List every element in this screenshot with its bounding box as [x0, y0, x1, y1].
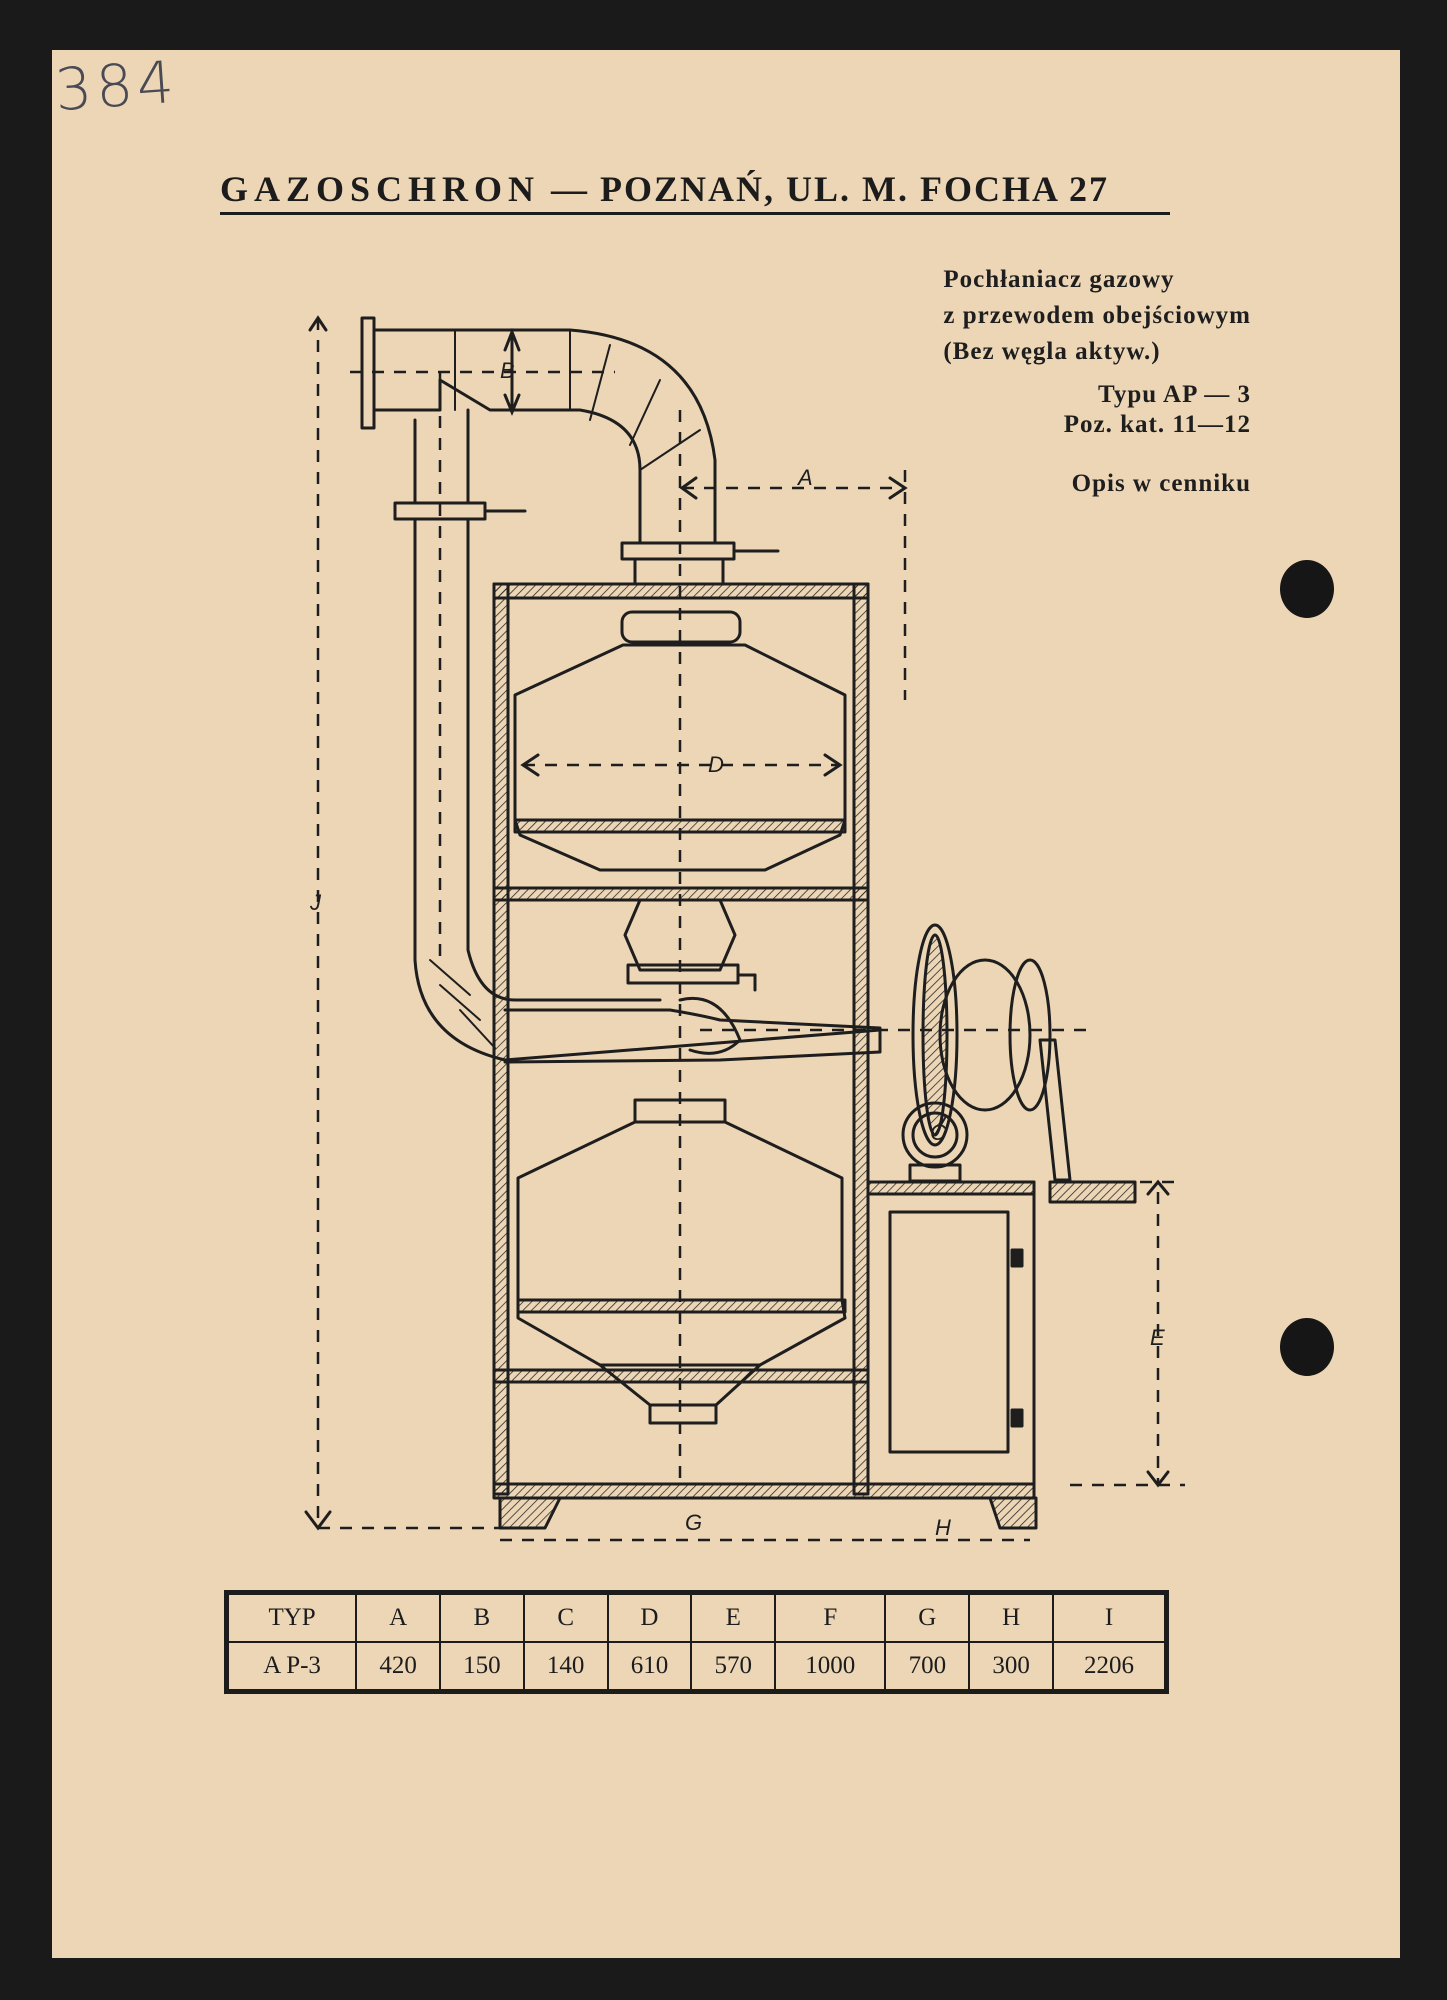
frame-base	[492, 1482, 1036, 1500]
upper-canister	[513, 643, 847, 872]
catalog-line: Poz. kat. 11—12	[1063, 411, 1251, 438]
inlet-pipe-upper	[372, 328, 717, 547]
duct-to-fan	[503, 1008, 882, 1064]
table-cell: 140	[523, 1642, 609, 1692]
crank-handle	[1048, 1180, 1137, 1204]
table-header-cell: A	[356, 1592, 441, 1643]
crank-arm	[1038, 1038, 1072, 1182]
header-rule	[220, 212, 1170, 215]
table-header-cell: TYP	[226, 1592, 358, 1643]
price-list-note: Opis w cenniku	[1071, 470, 1251, 497]
note-caption: Opis w cenniku	[1072, 470, 1251, 498]
caption-line-2: z przewodem obejściowym	[943, 302, 1251, 329]
cabinet-door	[888, 1210, 1010, 1454]
main-valve	[620, 541, 736, 561]
base-foot-left	[498, 1496, 562, 1530]
caption-line-1: Pochłaniacz gazowy	[943, 266, 1175, 293]
table-row: A P-3 420 150 140 610 570 1000 700 300 2…	[226, 1642, 1167, 1692]
table-cell: 1000	[775, 1642, 887, 1692]
manometer-gauge	[901, 1101, 969, 1169]
page-header: GAZOSCHRON — POZNAŃ, UL. M. FOCHA 27	[220, 168, 1170, 210]
label-j: J	[309, 890, 322, 915]
table-header-cell: F	[775, 1592, 887, 1643]
type-line: Typu AP — 3	[1098, 381, 1251, 408]
inlet-pipe-lower	[372, 378, 642, 547]
table-header-cell: H	[969, 1592, 1054, 1643]
base-foot-right	[988, 1496, 1038, 1530]
label-e: E	[1150, 1325, 1165, 1350]
dimensions-table: TYP A B C D E F G H I A P-3 420 150 140 …	[224, 1590, 1169, 1694]
table-header-cell: G	[885, 1592, 971, 1643]
table-cell: 300	[969, 1642, 1054, 1692]
company-name: GAZOSCHRON	[220, 169, 541, 209]
punch-hole-bottom	[1280, 1318, 1334, 1376]
frame-right-post	[852, 582, 870, 1496]
frame-left-post	[492, 582, 510, 1496]
table-header-cell: E	[691, 1592, 777, 1643]
table-cell: 2206	[1083, 1652, 1134, 1679]
label-b: B	[500, 358, 515, 383]
table-header-cell: D	[607, 1592, 693, 1643]
table-cell: 700	[885, 1642, 971, 1692]
fan-housing	[911, 923, 959, 1147]
caption-line-3: (Bez węgla aktyw.)	[943, 338, 1161, 365]
table-header-cell: I	[1052, 1592, 1167, 1643]
table-header-cell: B	[440, 1592, 525, 1643]
label-a: A	[796, 465, 813, 490]
table-cell: A P-3	[226, 1642, 358, 1692]
punch-hole-top	[1280, 560, 1334, 618]
table-header-row: TYP A B C D E F G H I	[226, 1592, 1167, 1643]
table-cell: 570	[691, 1642, 777, 1692]
lower-canister	[516, 1120, 847, 1367]
fan-pulley	[1008, 958, 1052, 1112]
table-cell: 610	[607, 1642, 693, 1692]
fan-motor	[938, 958, 1032, 1112]
company-address: — POZNAŃ, UL. M. FOCHA 27	[551, 169, 1110, 209]
label-h: H	[935, 1515, 951, 1540]
label-c: C	[930, 1120, 946, 1145]
label-d: D	[708, 752, 724, 777]
table-cell: 420	[356, 1642, 441, 1692]
table-cell: 150	[440, 1642, 525, 1692]
product-caption: Pochłaniacz gazowy z przewodem obejściow…	[943, 262, 1251, 370]
type-caption: Typu AP — 3 Poz. kat. 11—12	[1064, 380, 1251, 440]
label-g: G	[685, 1510, 702, 1535]
table-header-cell: C	[523, 1592, 609, 1643]
